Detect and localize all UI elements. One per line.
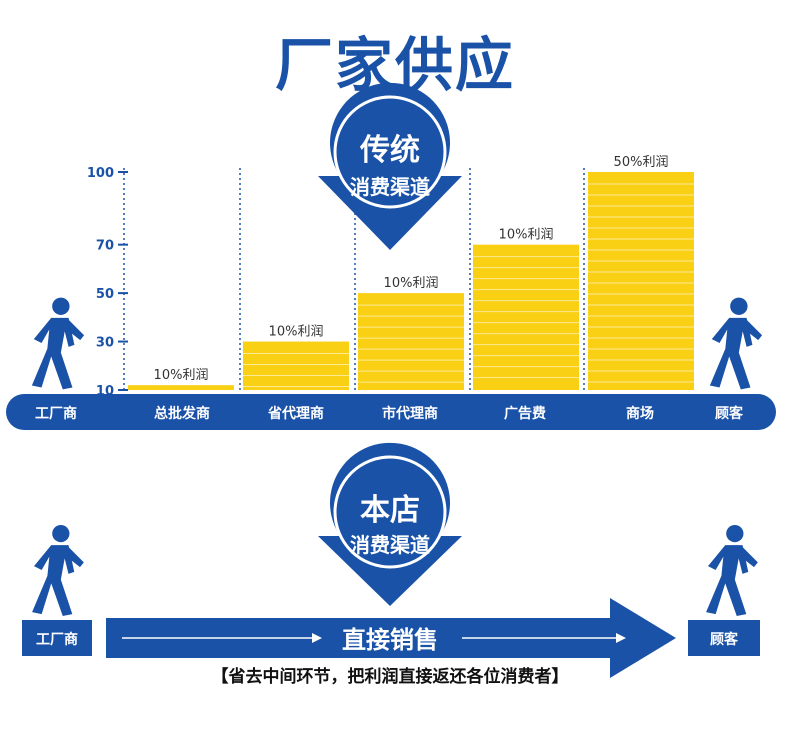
direct-customer-person-icon (706, 524, 758, 616)
traditional-start-label: 工厂商 (35, 405, 77, 422)
customer-person-icon (709, 297, 763, 390)
direct-end-label: 顾客 (710, 631, 739, 648)
category-labels: 总批发商 省代理商 市代理商 广告费 商场 (154, 405, 654, 422)
bar (128, 385, 234, 390)
direct-badge-subtitle: 消费渠道 (350, 533, 430, 557)
factory-person-icon (31, 297, 85, 390)
y-tick-label: 70 (96, 239, 114, 254)
bar-data-label: 10%利润 (269, 325, 324, 340)
y-tick-label: 100 (87, 166, 114, 181)
direct-badge-title: 本店 (360, 493, 420, 528)
arrow-tip-left (312, 633, 322, 643)
direct-start-box (22, 620, 92, 656)
bar-data-label: 10%利润 (154, 368, 209, 383)
traditional-channel-badge: 传统 消费渠道 (318, 82, 462, 250)
category-label: 市代理商 (382, 405, 438, 422)
category-label: 商场 (626, 405, 654, 422)
y-tick-label: 50 (96, 287, 114, 302)
traditional-end-label: 顾客 (715, 405, 744, 422)
bar (473, 244, 579, 390)
traditional-badge-subtitle: 消费渠道 (350, 175, 430, 199)
bar (243, 341, 349, 390)
bar-data-label: 50%利润 (614, 155, 669, 170)
direct-start-label: 工厂商 (36, 631, 78, 648)
category-label: 总批发商 (154, 405, 210, 422)
bar (358, 293, 464, 390)
bar (588, 172, 694, 390)
bar-data-label: 10%利润 (384, 276, 439, 291)
bar-data-label: 10%利润 (499, 228, 554, 243)
direct-sales-label: 直接销售 (342, 626, 438, 654)
direct-channel-badge: 本店 消费渠道 (318, 442, 462, 606)
arrow-tip-right (616, 633, 626, 643)
direct-factory-person-icon (32, 524, 84, 616)
direct-sales-arrow (106, 598, 676, 678)
direct-note: 【省去中间环节，把利润直接返还各位消费者】 (212, 666, 569, 687)
category-label: 广告费 (504, 405, 546, 422)
traditional-channel-pill (6, 394, 776, 430)
category-label: 省代理商 (267, 405, 324, 422)
y-tick-label: 30 (96, 336, 114, 351)
direct-end-box (688, 620, 760, 656)
traditional-badge-title: 传统 (359, 133, 420, 168)
